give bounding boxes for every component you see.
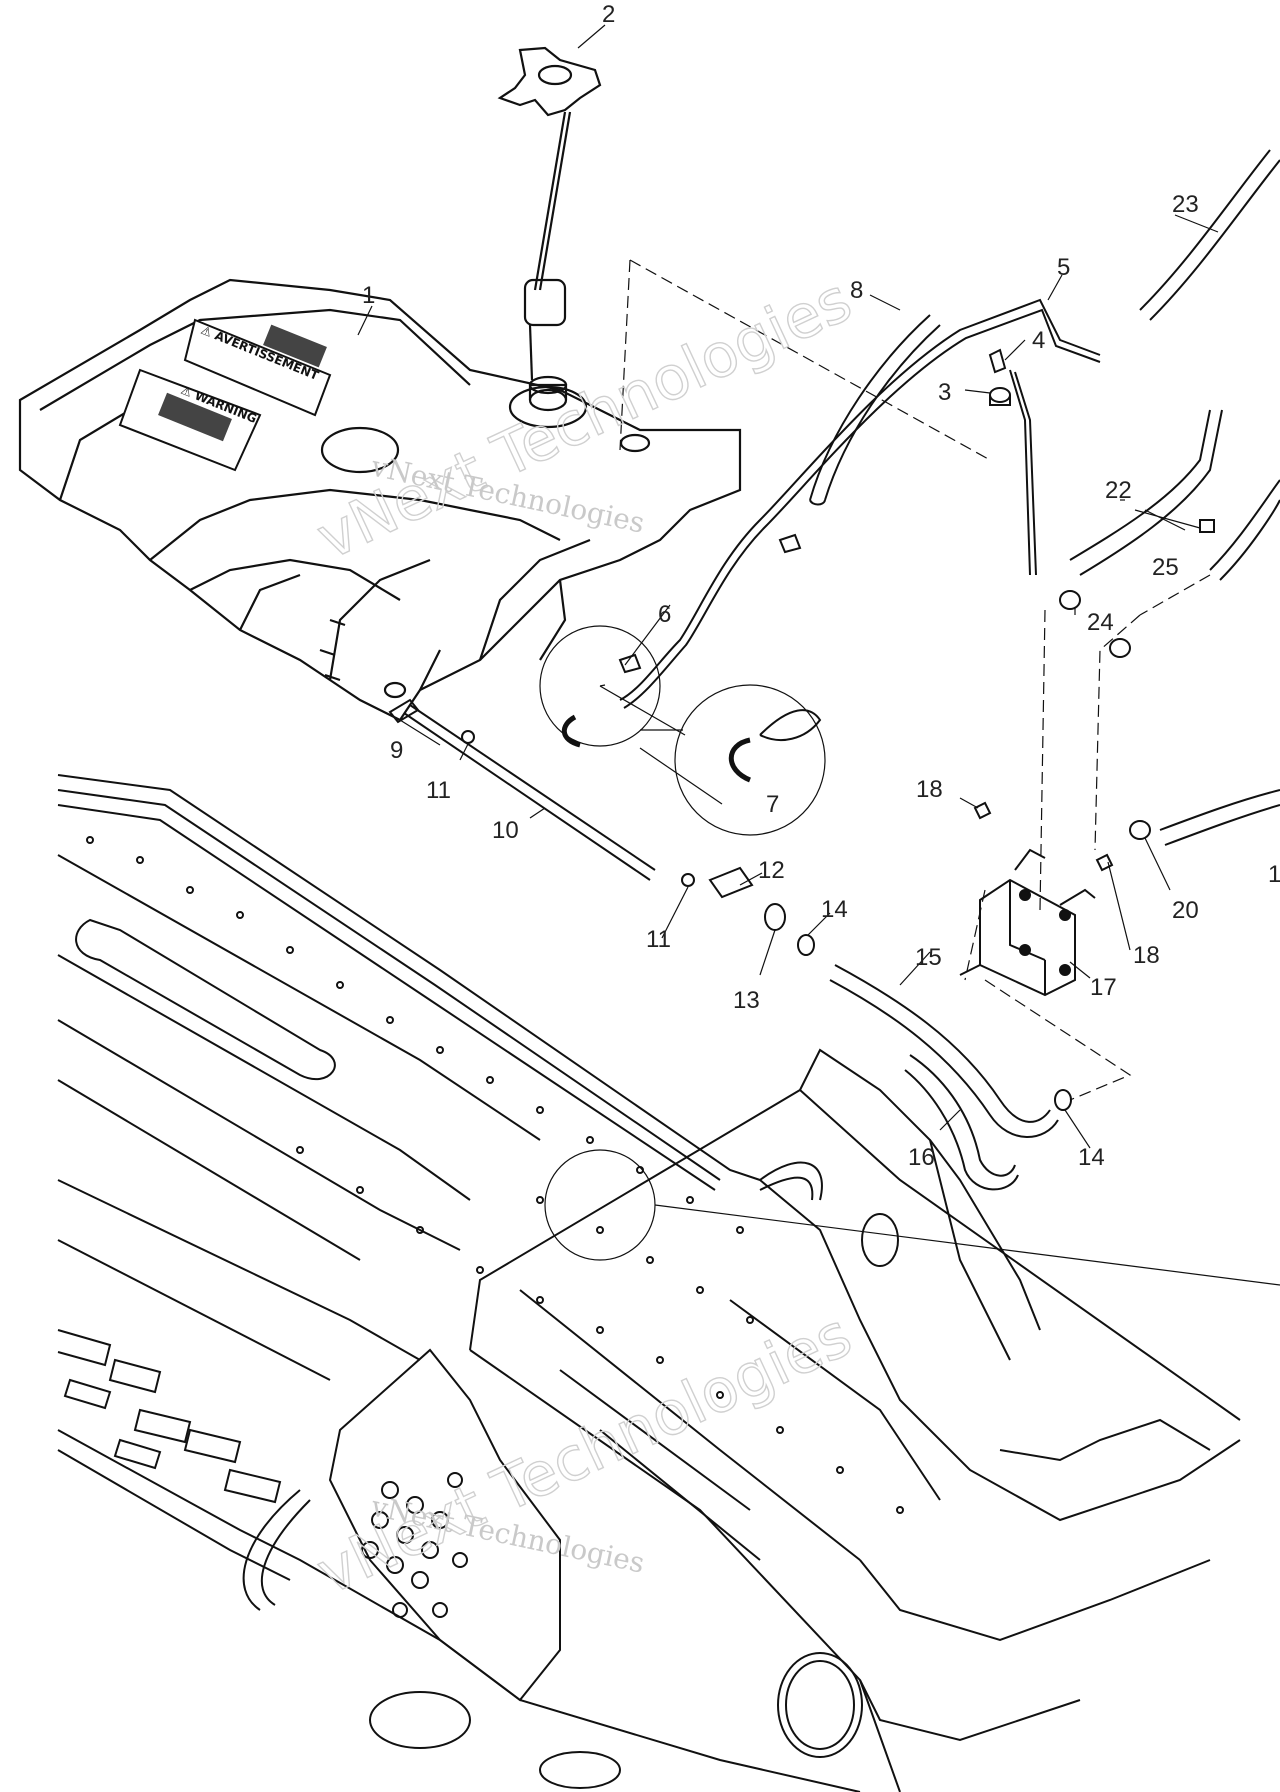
callout-5: 5 [1057,254,1070,281]
callout-11b: 11 [646,926,671,953]
callout-11a: 11 [426,777,451,804]
warning-text-block [158,392,232,442]
callout-25: 25 [1152,554,1179,581]
callout-23: 23 [1172,191,1199,218]
callout-14b: 14 [1078,1144,1105,1171]
callouts: 1 2 3 4 5 6 7 8 9 10 11 11 12 13 14 14 1… [362,1,1280,1171]
callout-2: 2 [602,1,615,28]
callout-9: 9 [390,737,403,764]
callout-18a: 18 [916,776,943,803]
callout-18b: 18 [1133,942,1160,969]
callout-10: 10 [492,817,519,844]
callout-3: 3 [938,379,951,406]
callout-6: 6 [658,601,671,628]
callout-16: 16 [908,1144,935,1171]
callout-13: 13 [733,987,760,1014]
callout-17: 17 [1090,974,1117,1001]
tank-decals: ⚠ WARNING ⚠ AVERTISSEMENT [118,318,332,472]
callout-22: 22 [1105,477,1132,504]
callout-8: 8 [850,277,863,304]
hoses [403,149,1280,1191]
fuel-cap [497,46,602,381]
callout-24: 24 [1087,609,1114,636]
avertissement-text-block [263,324,327,368]
dashed-guides [619,259,1211,1101]
watermark-bottom: vNext Technologies vNext Technologies [306,1299,862,1609]
callout-1-partial: 1 [1268,861,1280,888]
callout-4: 4 [1032,327,1045,354]
callout-7: 7 [766,791,779,818]
callout-12: 12 [758,857,785,884]
avertissement-decal [183,318,332,417]
leader-lines [357,24,1280,1286]
watermark-top: vNext Technologies vNext Technologies [306,264,862,574]
chassis-frame [57,774,1241,1792]
callout-20: 20 [1172,897,1199,924]
fuel-tank [18,278,742,722]
callout-15: 15 [915,944,942,971]
small-parts [388,348,1215,1111]
callout-14a: 14 [821,896,848,923]
callout-1: 1 [362,282,375,309]
